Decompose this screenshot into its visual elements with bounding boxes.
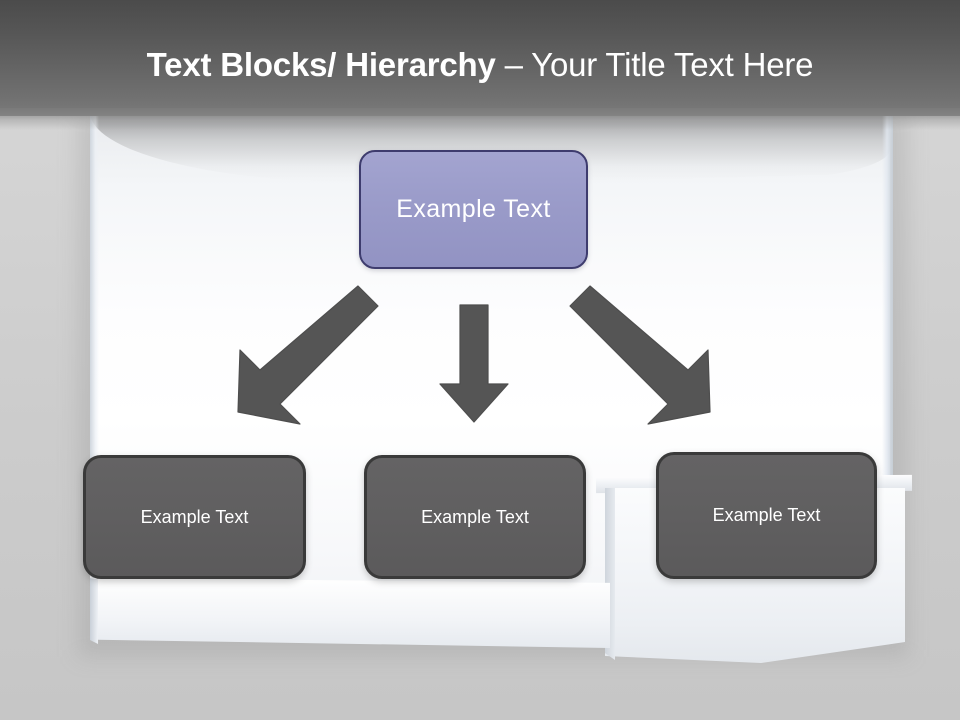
board-left-edge — [90, 113, 99, 593]
page-title-light: Your Title Text Here — [531, 46, 814, 83]
node-child-1-label: Example Text — [140, 506, 249, 527]
node-child-1[interactable]: Example Text — [83, 455, 306, 579]
page-title-separator: – — [495, 46, 532, 83]
node-child-3[interactable]: Example Text — [656, 452, 877, 579]
node-root-label: Example Text — [396, 195, 551, 223]
page-title: Text Blocks/ Hierarchy – Your Title Text… — [0, 44, 960, 86]
node-child-2-label: Example Text — [421, 506, 529, 527]
podium-left-face — [605, 488, 615, 660]
title-bar — [0, 0, 960, 116]
node-root[interactable]: Example Text — [359, 150, 588, 269]
board-bottom-lip-edge — [90, 578, 98, 644]
node-child-2[interactable]: Example Text — [364, 455, 586, 579]
page-title-bold: Text Blocks/ Hierarchy — [146, 46, 496, 83]
node-child-3-label: Example Text — [712, 505, 821, 525]
board-right-edge — [882, 113, 893, 625]
board-bottom-lip — [90, 578, 610, 648]
